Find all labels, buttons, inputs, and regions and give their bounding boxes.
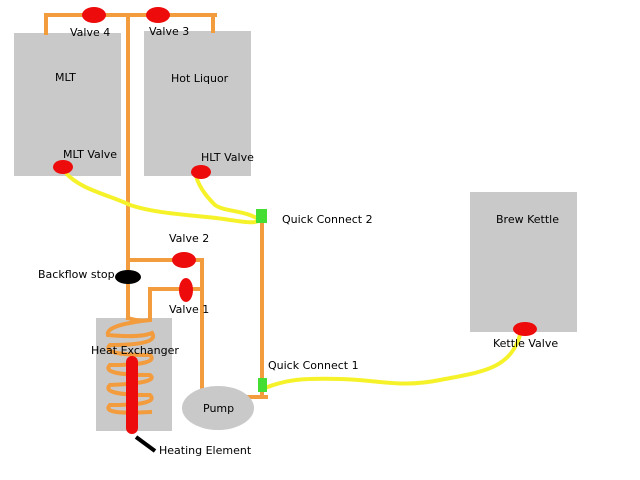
heating-element-pointer: [134, 435, 157, 453]
valve-1[interactable]: [179, 278, 193, 302]
heating-element-label: Heating Element: [159, 444, 252, 457]
mlt-tank: [14, 33, 121, 176]
valve4-label: Valve 4: [70, 26, 110, 39]
hot-liquor-label: Hot Liquor: [171, 72, 229, 85]
valve-3[interactable]: [146, 7, 170, 23]
pump[interactable]: [182, 386, 254, 430]
mlt-label: MLT: [55, 71, 76, 84]
hlt-hose: [194, 174, 262, 222]
quick-connect-2[interactable]: [256, 209, 267, 223]
kettle-valve-label: Kettle Valve: [493, 337, 558, 350]
backflow-stop-label: Backflow stop: [38, 268, 115, 281]
kettle-valve[interactable]: [513, 322, 537, 336]
quick-connect-2-label: Quick Connect 2: [282, 213, 373, 226]
brew-kettle-label: Brew Kettle: [496, 213, 559, 226]
hlt-valve[interactable]: [191, 165, 211, 179]
mlt-hose: [63, 170, 262, 225]
valve1-label: Valve 1: [169, 303, 209, 316]
valve3-label: Valve 3: [149, 25, 189, 38]
mlt-valve-label: MLT Valve: [63, 148, 117, 161]
valve-2[interactable]: [172, 252, 196, 268]
top-manifold-pipe: [44, 13, 217, 320]
quick-connect-riser-pipe: [246, 210, 268, 399]
heat-exchanger-coil: [105, 315, 156, 415]
hlt-valve-label: HLT Valve: [201, 151, 254, 164]
quick-connect-1-label: Quick Connect 1: [268, 359, 359, 372]
pump-label: Pump: [203, 402, 234, 415]
valve-4[interactable]: [82, 7, 106, 23]
backflow-stop: [115, 270, 141, 284]
quick-connect-1[interactable]: [258, 378, 267, 392]
valve2-label: Valve 2: [169, 232, 209, 245]
kettle-hose: [263, 333, 522, 390]
brew-kettle-tank: [470, 192, 577, 332]
heat-exchanger-label: Heat Exchanger: [91, 344, 179, 357]
hot-liquor-tank: [144, 31, 251, 176]
mlt-valve[interactable]: [53, 160, 73, 174]
